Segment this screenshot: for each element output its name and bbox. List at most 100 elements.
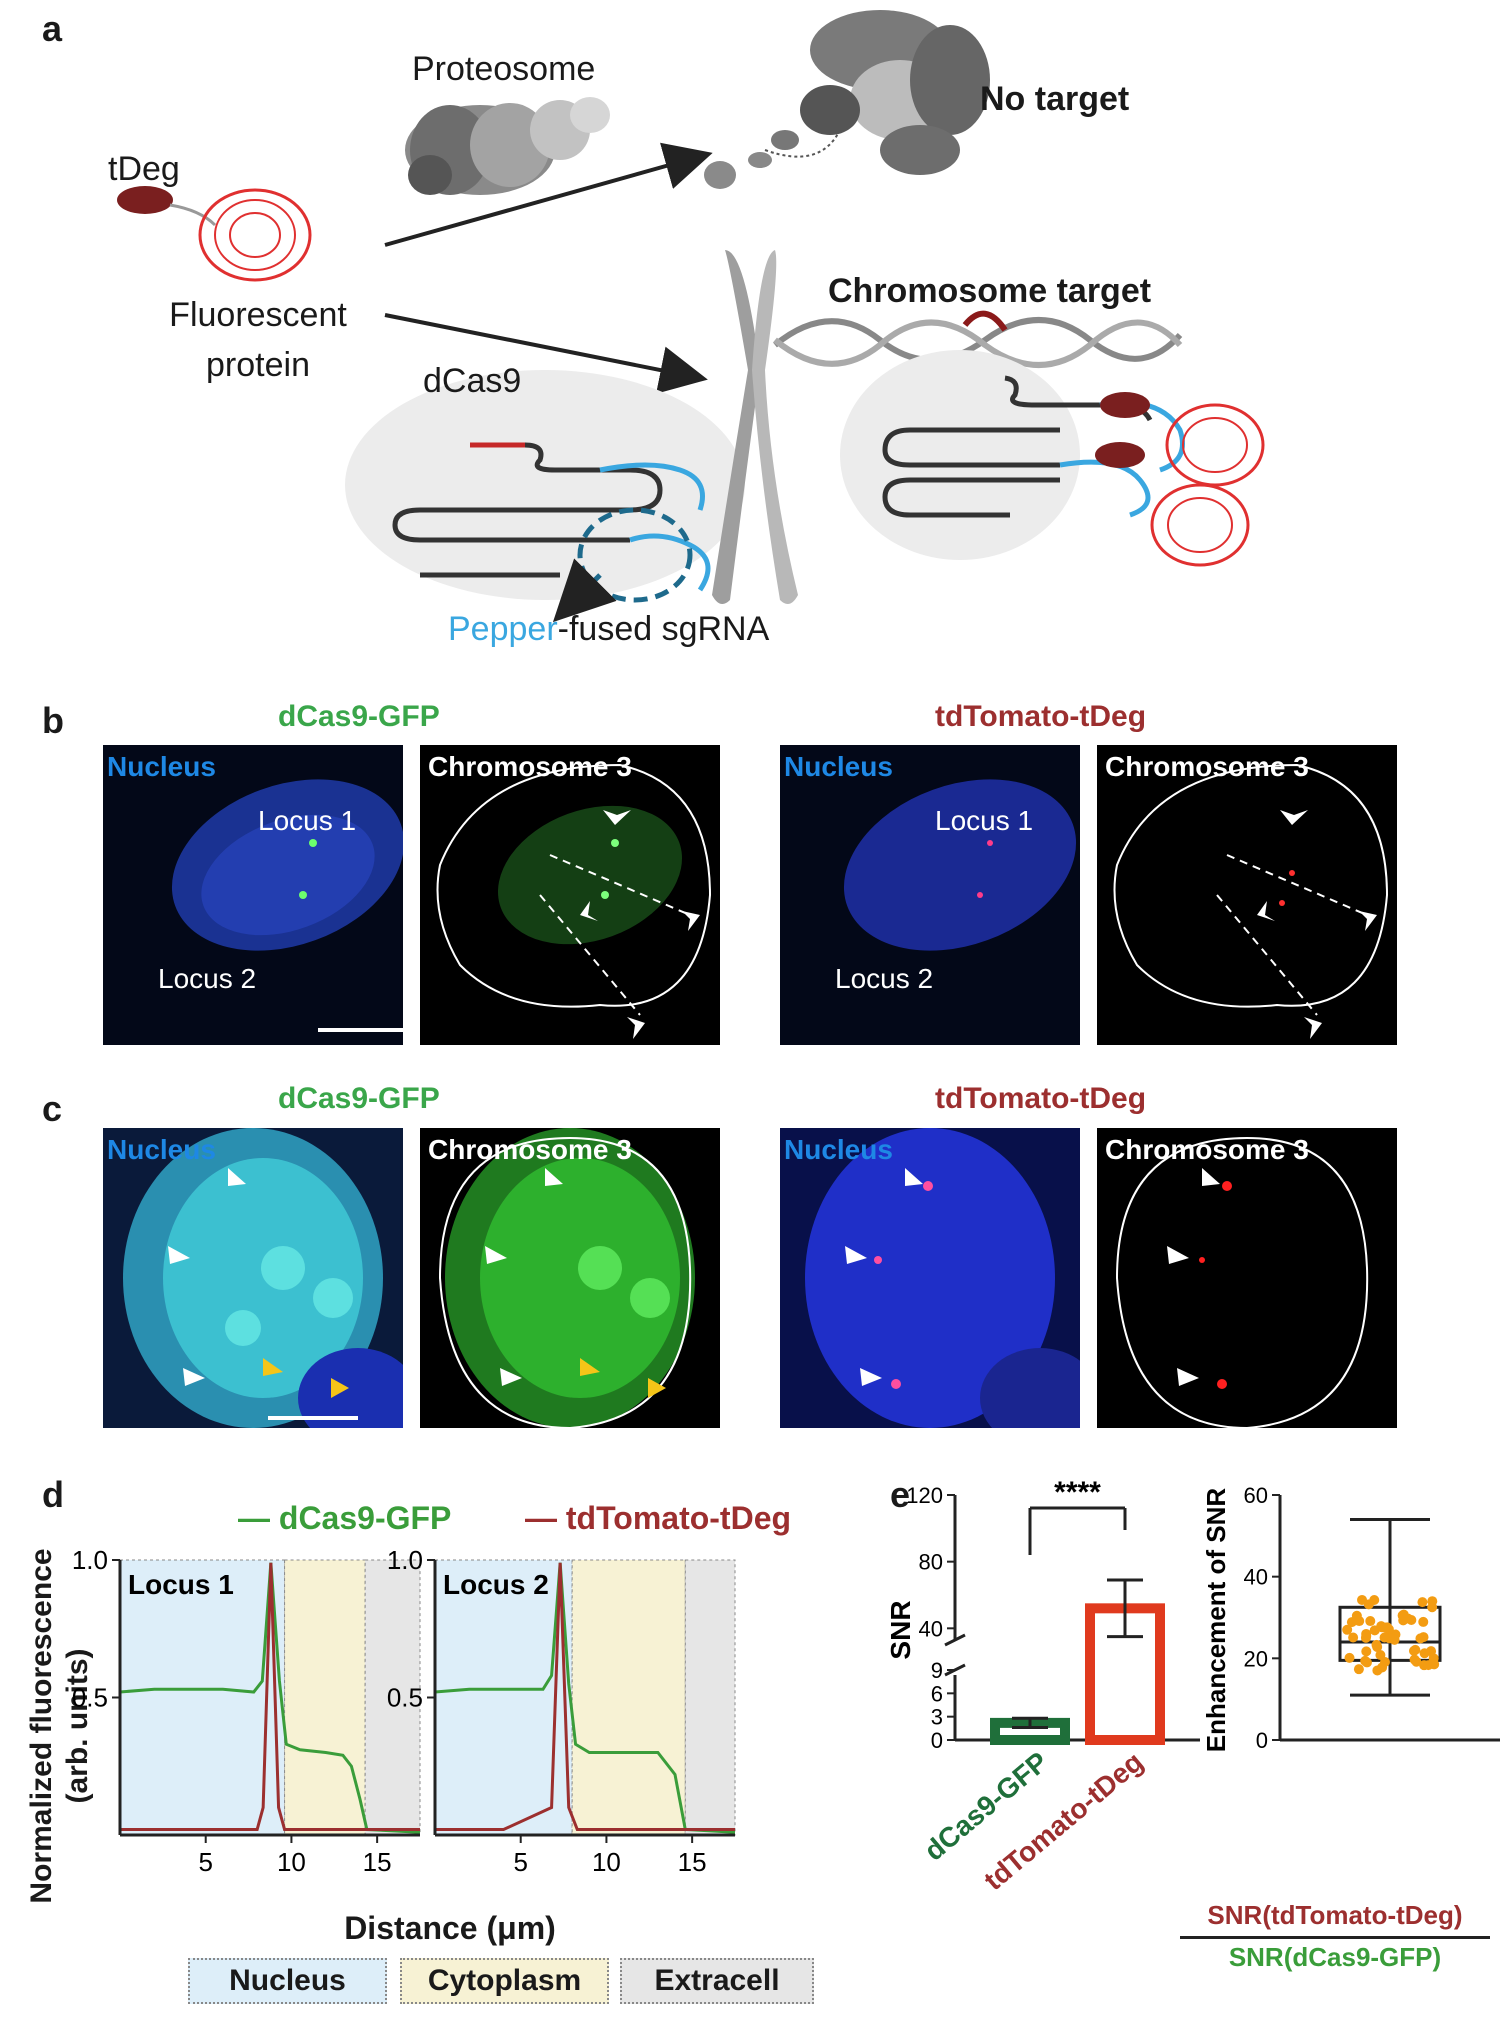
- y-tick-label: 120: [906, 1483, 943, 1508]
- data-point: [1372, 1665, 1383, 1676]
- nucleus-label: Nucleus: [107, 1134, 216, 1165]
- y-tick-label: 80: [919, 1550, 943, 1575]
- panel-a-label: a: [42, 8, 63, 49]
- region-extracell: Extracell: [620, 1958, 814, 2004]
- y-tick-label: 40: [1244, 1565, 1268, 1590]
- x-category-label: tdTomato-tDeg: [978, 1746, 1149, 1896]
- data-point: [1361, 1646, 1372, 1657]
- box: [1338, 1605, 1442, 1662]
- y-tick-label: 0: [931, 1728, 943, 1753]
- data-point: [1429, 1659, 1440, 1670]
- data-point: [1408, 1645, 1419, 1656]
- data-point: [1417, 1597, 1428, 1608]
- x-tick-label: 10: [277, 1847, 306, 1877]
- y-tick-label: 60: [1244, 1483, 1268, 1508]
- data-point: [1344, 1652, 1355, 1663]
- region-band-cytoplasm: [571, 1559, 686, 1836]
- pepper-sgrna-label: Pepper-fused sgRNA: [448, 610, 769, 649]
- region-band-extracell: [364, 1559, 421, 1836]
- tdeg-fluorescent-protein-icon: [117, 186, 312, 282]
- enhancement-y-label: Enhancement of SNR: [1201, 1488, 1231, 1753]
- y-tick-label: 6: [931, 1681, 943, 1706]
- panel-a-schematic: [117, 10, 1265, 623]
- data-point: [1365, 1616, 1376, 1627]
- panel-b-tom-nucleus-image: Nucleus Locus 1 Locus 2: [780, 745, 1080, 1045]
- data-point: [1353, 1664, 1364, 1675]
- region-band-extracell: [684, 1559, 736, 1836]
- panel-b-tom-chromosome-image: Chromosome 3: [1097, 745, 1397, 1045]
- panel-b-gfp-chromosome-image: Chromosome 3: [420, 745, 720, 1045]
- data-point: [1363, 1599, 1374, 1610]
- ratio-numerator: SNR(tdTomato-tDeg): [1207, 1900, 1463, 1930]
- y-tick-label: 9: [931, 1658, 943, 1683]
- panel-b-label: b: [42, 700, 64, 741]
- legend-gfp: — dCas9-GFP: [238, 1500, 451, 1537]
- chromosome-label: Chromosome 3: [1105, 1134, 1309, 1165]
- region-cytoplasm: Cytoplasm: [400, 1958, 609, 2004]
- proteasome-icon: [405, 97, 610, 195]
- panel-b-title-tom: tdTomato-tDeg: [935, 700, 1147, 733]
- legend-gfp-text: dCas9-GFP: [278, 1500, 452, 1536]
- x-tick-label: 5: [198, 1847, 212, 1877]
- region-band-nucleus: [434, 1559, 573, 1836]
- panel-c-gfp-chromosome-image: Chromosome 3: [420, 1128, 720, 1428]
- y-tick-label: 0: [1256, 1728, 1268, 1753]
- locus-1-label: Locus 1: [258, 805, 357, 836]
- region-band-cytoplasm: [284, 1559, 366, 1836]
- proteosome-label: Proteosome: [412, 50, 596, 88]
- data-point: [1372, 1641, 1383, 1652]
- panel-c-label: c: [42, 1088, 63, 1129]
- data-point: [1426, 1646, 1437, 1657]
- data-point: [1348, 1632, 1359, 1643]
- locus-2-label: Locus 2: [835, 963, 934, 994]
- panel-d-label: d: [42, 1474, 64, 1515]
- dcas9-label: dCas9: [423, 362, 522, 400]
- data-point: [1375, 1650, 1386, 1661]
- x-tick-label: 5: [513, 1847, 527, 1877]
- chromosome-label: Chromosome 3: [1105, 751, 1309, 782]
- ratio-divider: [1180, 1936, 1490, 1939]
- data-point: [1418, 1632, 1429, 1643]
- chromosome-label: Chromosome 3: [428, 1134, 632, 1165]
- no-target-label: No target: [980, 80, 1130, 118]
- nucleus-label: Nucleus: [784, 751, 893, 782]
- locus-1-label: Locus 1: [935, 805, 1034, 836]
- region-band-nucleus: [119, 1559, 286, 1836]
- data-point: [1427, 1602, 1438, 1613]
- panel-c-tom-nucleus-image: Nucleus: [780, 1128, 1080, 1428]
- panel-c-title-gfp: dCas9-GFP: [278, 1082, 440, 1115]
- panel-b-title-gfp: dCas9-GFP: [278, 700, 440, 733]
- locus-title: Locus 1: [128, 1569, 234, 1600]
- legend-tom: — tdTomato-tDeg: [525, 1500, 791, 1537]
- ratio-denominator: SNR(dCas9-GFP): [1228, 1942, 1442, 1972]
- x-tick-label: 15: [363, 1847, 392, 1877]
- data-point: [1382, 1622, 1393, 1633]
- panel-e-label: e: [890, 1474, 911, 1515]
- legend-gfp-swatch: —: [238, 1500, 279, 1536]
- fluorescent-protein-label: Fluorescent protein: [169, 296, 347, 384]
- data-point: [1418, 1616, 1429, 1627]
- axis-break: [944, 1633, 966, 1647]
- series-line-dcas9-gfp: [434, 1562, 736, 1834]
- y-tick-label: 1.0: [387, 1545, 423, 1575]
- x-tick-label: 10: [592, 1847, 621, 1877]
- chromosome-label: Chromosome 3: [428, 751, 632, 782]
- snr-bar-chart: 03694080120SNR****dCas9-GFPtdTomato-tDeg…: [885, 1480, 1500, 1896]
- series-line-dcas9-gfp: [119, 1562, 421, 1834]
- panel-c-gfp-nucleus-image: Nucleus: [103, 1128, 403, 1428]
- legend-tom-swatch: —: [525, 1500, 566, 1536]
- sgrna-pepper-structure: [392, 442, 711, 623]
- pepper-word: Pepper: [448, 610, 558, 648]
- locus-title: Locus 2: [443, 1569, 549, 1600]
- panel-c-title-tom: tdTomato-tDeg: [935, 1082, 1147, 1115]
- degraded-fragments-icon: [704, 10, 990, 189]
- pepper-suffix: -fused sgRNA: [557, 610, 770, 648]
- chromosome-icon: [712, 250, 798, 604]
- snr-y-label: SNR: [885, 1600, 916, 1659]
- sgrna-target-structure: [882, 375, 1265, 567]
- significance-marker: ****: [1054, 1480, 1101, 1509]
- locus-2-label: Locus 2: [158, 963, 257, 994]
